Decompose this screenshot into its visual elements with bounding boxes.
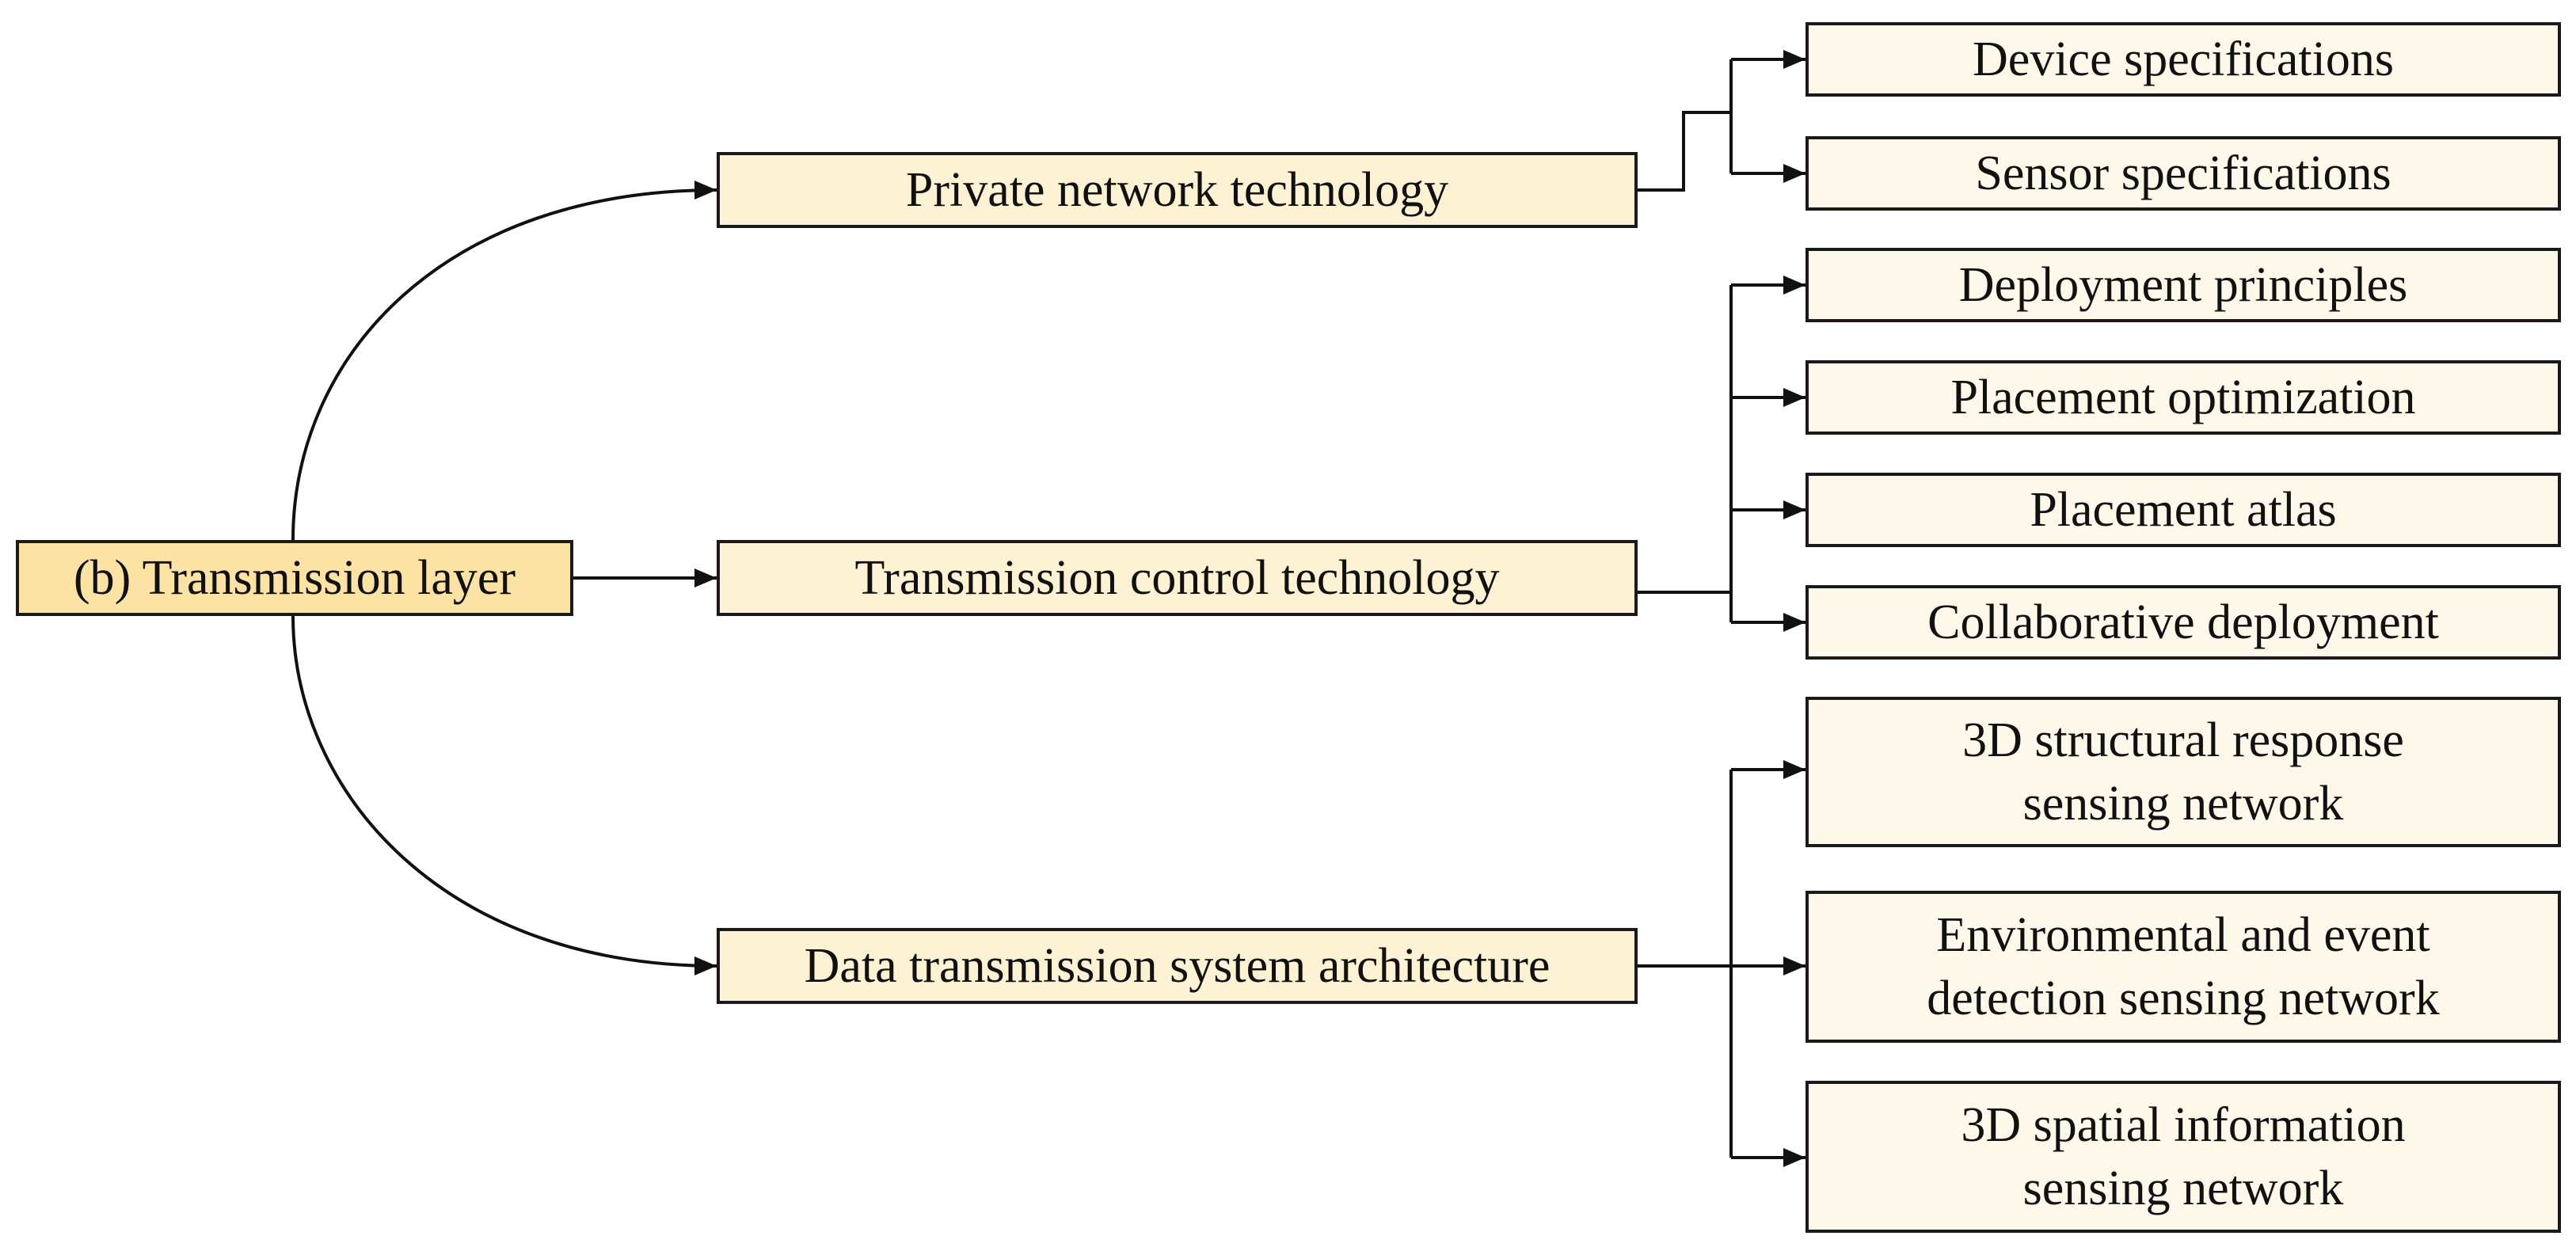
root-node-label: (b) Transmission layer (74, 551, 516, 605)
leaf-node-label: Placement optimization (1950, 371, 2416, 424)
root-node: (b) Transmission layer (16, 540, 573, 616)
arrow-root-to-private-network (291, 181, 717, 541)
branch-node-label: Data transmission system architecture (804, 939, 1551, 993)
leaf-node-label: Sensor specifications (1975, 146, 2391, 200)
leaf-node-deployment-principles: Deployment principles (1805, 248, 2561, 322)
leaf-node-label-line-1: 3D spatial information (1961, 1098, 2406, 1152)
leaf-node-label: Device specifications (1973, 32, 2394, 86)
leaf-node-placement-atlas: Placement atlas (1805, 473, 2561, 547)
leaf-node-sensor-specifications: Sensor specifications (1805, 136, 2561, 211)
leaf-node-label: Collaborative deployment (1927, 595, 2439, 649)
branch-node-data-architecture: Data transmission system architecture (717, 928, 1638, 1004)
leaf-node-device-specifications: Device specifications (1805, 22, 2561, 97)
leaf-node-label: Deployment principles (1958, 258, 2408, 312)
leaf-node-label-line-1: 3D structural response (1962, 713, 2404, 767)
leaf-node-label-line-2: sensing network (2022, 1162, 2344, 1215)
leaf-node-collaborative-deployment: Collaborative deployment (1805, 585, 2561, 660)
line-data-architecture-trunk (1636, 770, 1733, 1158)
leaf-node-label-line-2: sensing network (2022, 777, 2344, 831)
leaf-node-label-line-1: Environmental and event (1936, 908, 2430, 962)
leaf-node-label-line-2: detection sensing network (1927, 972, 2440, 1025)
arrow-root-to-data-architecture (291, 615, 717, 975)
branch-node-label: Private network technology (905, 163, 1449, 217)
leaf-node-3d-structural-response: 3D structural response sensing network (1805, 697, 2561, 847)
branch-node-private-network: Private network technology (717, 152, 1638, 228)
branch-node-transmission-control: Transmission control technology (717, 540, 1638, 616)
leaf-node-3d-spatial-information: 3D spatial information sensing network (1805, 1081, 2561, 1233)
line-private-network-trunk (1636, 59, 1733, 192)
leaf-node-label: Placement atlas (2030, 483, 2337, 537)
line-transmission-control-trunk (1636, 285, 1733, 622)
leaf-node-placement-optimization: Placement optimization (1805, 360, 2561, 435)
leaf-node-environmental-event-detection: Environmental and event detection sensin… (1805, 891, 2561, 1043)
branch-node-label: Transmission control technology (854, 551, 1500, 605)
